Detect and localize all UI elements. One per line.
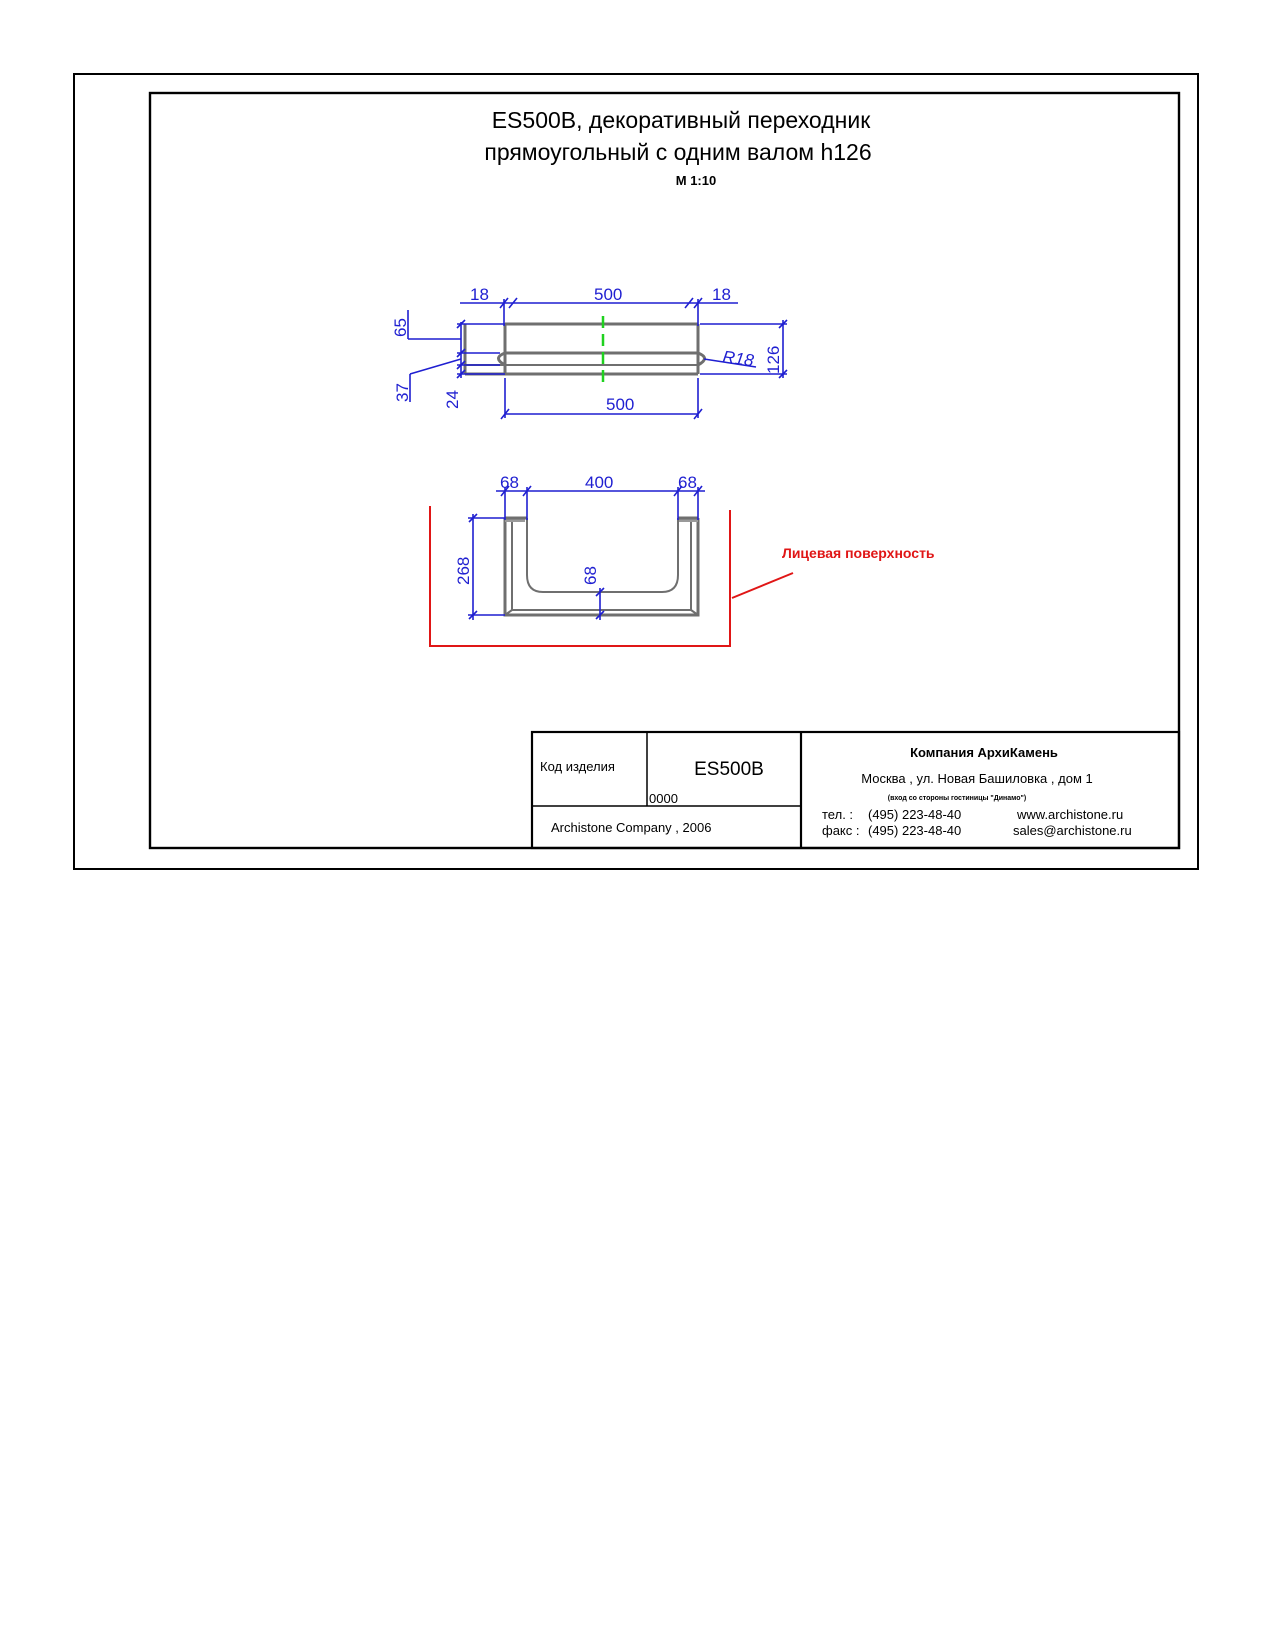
face-surface-label: Лицевая поверхность [782, 545, 935, 561]
outer-frame [73, 73, 1199, 870]
tel-label: тел. : [822, 807, 853, 822]
drawing-title-line2: прямоугольный с одним валом h126 [484, 139, 871, 165]
product-code-value: ES500B [694, 759, 764, 780]
side-view: 18 500 18 500 65 37 24 126 [391, 285, 788, 420]
title-block: Код изделия ES500B 0000 Archistone Compa… [530, 730, 1181, 850]
side-dim-top-left: 18 [470, 285, 489, 304]
plan-dim-top-center: 400 [585, 473, 613, 492]
side-dim-bottom: 500 [606, 395, 634, 414]
plan-dim-inner: 68 [581, 566, 600, 585]
side-view-profile [463, 322, 706, 376]
fax-label: факс : [822, 823, 859, 838]
side-dim-37: 37 [393, 383, 412, 402]
side-dim-top-center: 500 [594, 285, 622, 304]
side-radius-label: R18 [721, 347, 755, 370]
plan-dim-top-left: 68 [500, 473, 519, 492]
plan-dim-top-right: 68 [678, 473, 697, 492]
side-dim-top-right: 18 [712, 285, 731, 304]
inner-frame [148, 91, 1181, 850]
company-address-note: (вход со стороны гостиницы "Динамо") [888, 795, 1026, 802]
side-dim-65: 65 [391, 318, 410, 337]
company-website[interactable]: www.archistone.ru [1016, 807, 1123, 822]
plan-view: 68 400 68 268 68 Лицевая поверхность [429, 473, 935, 647]
side-dim-24: 24 [443, 390, 462, 409]
tel-value: (495) 223-48-40 [868, 807, 961, 822]
plan-dim-height: 268 [454, 557, 473, 585]
company-email[interactable]: sales@archistone.ru [1013, 823, 1132, 838]
drawing-title-line1: ES500B, декоративный переходник [492, 107, 871, 133]
drawing-scale: М 1:10 [676, 173, 716, 188]
face-surface-leader [731, 572, 794, 599]
company-name: Компания АрхиКамень [910, 745, 1058, 760]
fax-value: (495) 223-48-40 [868, 823, 961, 838]
company-address: Москва , ул. Новая Башиловка , дом 1 [861, 771, 1092, 786]
side-dim-height: 126 [764, 346, 783, 374]
product-code-label: Код изделия [540, 759, 615, 774]
plan-view-outline [503, 516, 700, 617]
copyright: Archistone Company , 2006 [551, 820, 711, 835]
face-surface-outline [429, 506, 731, 647]
drawing-number: 0000 [649, 791, 678, 806]
